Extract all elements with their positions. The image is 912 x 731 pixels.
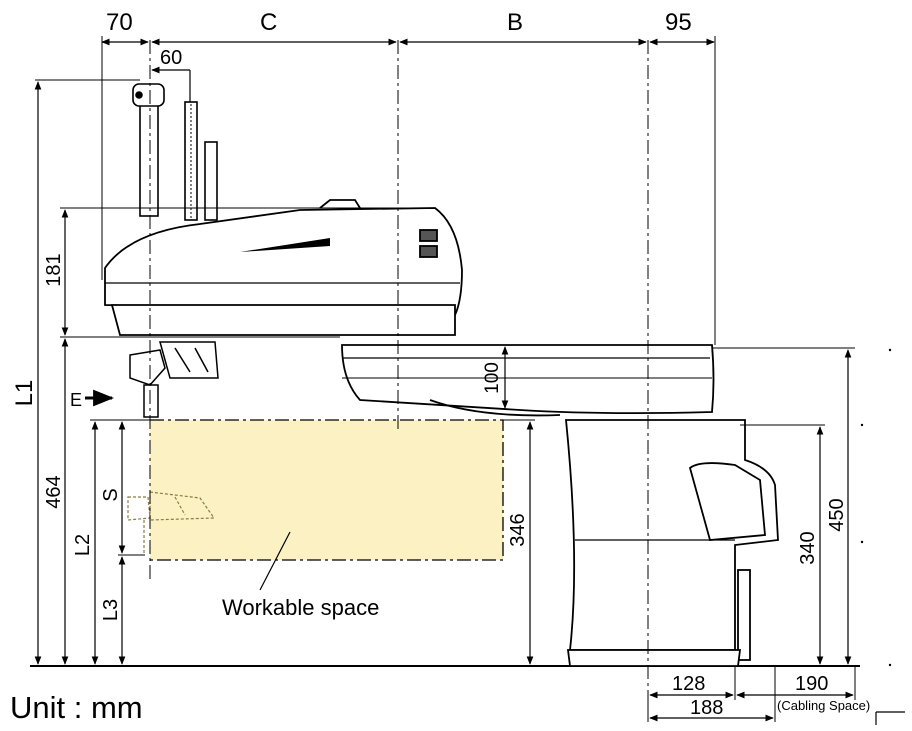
edge-ticks — [860, 348, 892, 667]
arm-2-body — [104, 199, 463, 336]
end-effector — [129, 341, 219, 418]
dimension-lines — [34, 38, 905, 725]
dim-95: 95 — [665, 9, 692, 36]
unit-label: Unit : mm — [10, 690, 143, 725]
dim-181: 181 — [43, 253, 65, 286]
dim-l1: L1 — [11, 380, 38, 407]
dim-340: 340 — [797, 531, 819, 564]
dim-60: 60 — [160, 47, 182, 69]
e-arrow-label: E — [70, 390, 82, 410]
tool-column — [132, 83, 218, 221]
workable-space-outline — [150, 419, 504, 561]
dim-l3: L3 — [100, 599, 122, 621]
extension-lines — [35, 36, 856, 722]
robot-base — [565, 419, 779, 667]
dim-l2: L2 — [72, 534, 94, 556]
dim-188: 188 — [690, 697, 723, 719]
dim-b: B — [507, 9, 523, 36]
dim-464: 464 — [43, 475, 65, 508]
dim-70: 70 — [106, 9, 133, 36]
dim-c: C — [260, 9, 277, 36]
dim-346: 346 — [507, 513, 529, 546]
arm-1-body — [341, 344, 715, 417]
dim-100: 100 — [482, 362, 503, 394]
dim-190: 190 — [795, 673, 828, 695]
dim-s: S — [100, 488, 122, 501]
workable-space-region — [150, 420, 503, 560]
workable-space-label: Workable space — [222, 595, 379, 620]
centerlines — [149, 40, 649, 690]
dim-128: 128 — [672, 673, 705, 695]
dim-450: 450 — [826, 498, 848, 531]
cabling-space-label: (Cabling Space) — [777, 698, 870, 713]
